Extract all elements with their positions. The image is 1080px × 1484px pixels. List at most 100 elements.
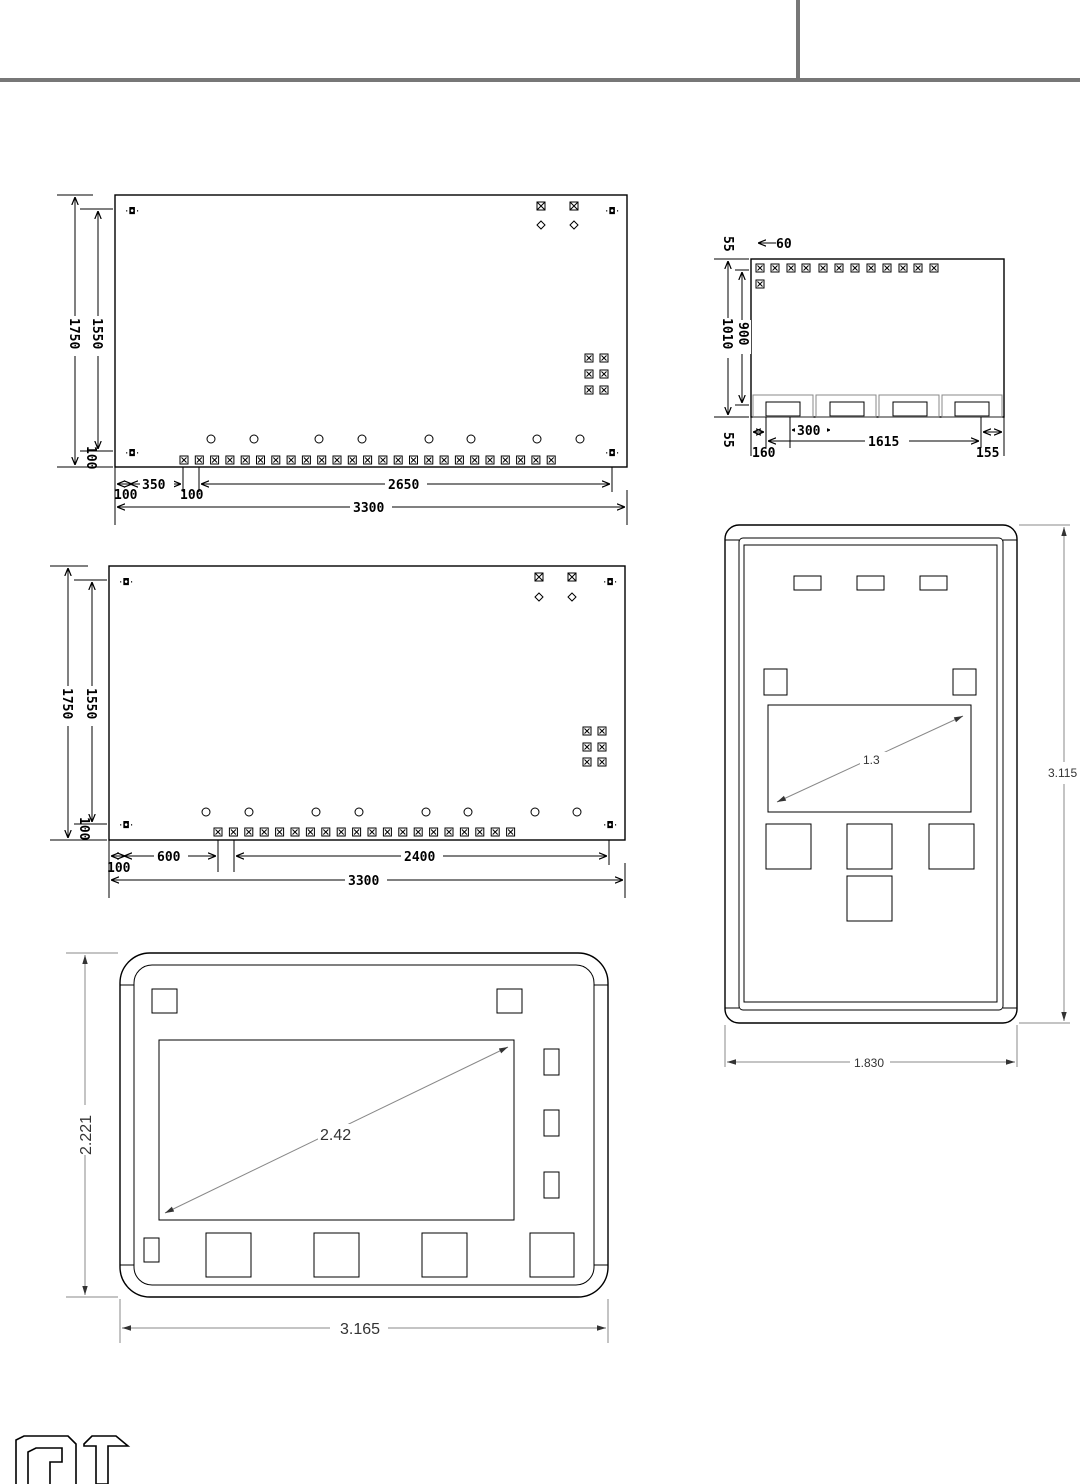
portrait-bezel-diagonal: 1.3 xyxy=(863,753,880,767)
pin-pad xyxy=(336,827,346,837)
svg-text:·◘·: ·◘· xyxy=(124,449,140,459)
pin-pad xyxy=(244,827,254,837)
pin-pad xyxy=(834,263,844,273)
svg-text:1550: 1550 xyxy=(89,318,104,349)
round-pad xyxy=(424,434,434,444)
pin-pad xyxy=(801,263,811,273)
pin-pad xyxy=(818,263,828,273)
pin-pad xyxy=(271,455,281,465)
portrait-bezel-right-key xyxy=(952,668,977,696)
small-board-outline xyxy=(750,258,1005,418)
top-board-round-pads xyxy=(206,434,585,444)
round-pad xyxy=(466,434,476,444)
portrait-bezel-width: 1.830 xyxy=(854,1056,884,1070)
pin-pad xyxy=(225,455,235,465)
pin-pad xyxy=(898,263,908,273)
top-board-mounting-holes: ·◘··◘· ·◘··◘· xyxy=(124,207,620,459)
small-board-right-edge: 155 xyxy=(976,446,999,461)
small-board-height-label: 1010 xyxy=(719,318,736,358)
small-board-bottom-offset: 55 xyxy=(720,432,735,448)
landscape-bezel-diagonal: 2.42 xyxy=(320,1127,351,1144)
top-board-pin-span: 2650 xyxy=(388,478,419,493)
svg-text:·◘·: ·◘· xyxy=(118,821,134,831)
small-board-left-edge: 160 xyxy=(752,446,776,461)
landscape-bezel-leds xyxy=(143,1048,560,1263)
top-board-first-pin-dim: 350 xyxy=(142,478,166,493)
pin-pad xyxy=(755,279,765,289)
pin-pad xyxy=(459,827,469,837)
pin-pad xyxy=(301,455,311,465)
round-pad xyxy=(530,807,540,817)
pin-pad xyxy=(367,827,377,837)
pin-pad xyxy=(546,455,556,465)
top-board-right-connector xyxy=(584,353,609,395)
pin-pad xyxy=(516,455,526,465)
pin-pad xyxy=(256,455,265,465)
pin-pad xyxy=(317,455,327,465)
svg-text:1010: 1010 xyxy=(719,318,734,349)
pin-pad xyxy=(259,827,269,837)
round-pad xyxy=(575,434,585,444)
pin-pad xyxy=(382,827,392,837)
round-pad xyxy=(244,807,254,817)
pin-pad xyxy=(194,455,204,465)
pin-pad xyxy=(882,263,892,273)
small-board-left-pin: 60 xyxy=(776,237,792,252)
top-board-corner-components xyxy=(536,201,579,230)
pin-pad xyxy=(850,263,860,273)
portrait-bezel-leds xyxy=(793,575,948,591)
top-board-inner-height-label: 1550 xyxy=(89,316,107,356)
top-board-pin-header xyxy=(179,455,556,465)
round-pad xyxy=(463,807,473,817)
pin-pad xyxy=(599,353,609,363)
pin-pad xyxy=(500,455,510,465)
svg-text:·◘·: ·◘· xyxy=(604,207,620,217)
pin-pad xyxy=(439,455,449,465)
round-pad xyxy=(532,434,542,444)
pin-pad xyxy=(347,455,357,465)
svg-text:·◘·: ·◘· xyxy=(602,821,618,831)
svg-text:900: 900 xyxy=(735,322,750,346)
pin-pad xyxy=(786,263,796,273)
pin-pad xyxy=(413,827,423,837)
pin-pad xyxy=(454,455,464,465)
middle-board-width: 3300 xyxy=(348,874,379,889)
portrait-bezel-drawing: 1.3 3.115 1.830 xyxy=(724,524,1078,1070)
pin-pad xyxy=(363,455,373,465)
small-board-top-offset: 55 xyxy=(720,236,735,252)
pin-pad xyxy=(179,455,189,465)
pin-pad xyxy=(597,757,607,767)
pin-pad xyxy=(286,455,296,465)
pin-pad xyxy=(582,757,592,767)
pin-pad xyxy=(398,827,408,837)
pin-pad xyxy=(584,353,594,363)
pin-pad xyxy=(305,827,315,837)
small-board-bottom-pads xyxy=(752,394,1003,418)
top-board-bottom-offset: 100 xyxy=(83,446,98,470)
pin-pad xyxy=(584,369,594,379)
svg-text:1550: 1550 xyxy=(83,688,98,719)
round-pad xyxy=(421,807,431,817)
header-divider xyxy=(796,0,800,82)
middle-board-round-pads xyxy=(201,807,582,817)
pin-pad xyxy=(597,742,607,752)
pin-pad xyxy=(470,455,480,465)
top-board-width: 3300 xyxy=(353,501,384,516)
pin-pad xyxy=(582,742,592,752)
pin-pad xyxy=(584,385,594,395)
round-pad xyxy=(311,807,321,817)
pin-pad xyxy=(475,827,485,837)
round-pad xyxy=(354,807,364,817)
pin-pad xyxy=(913,263,923,273)
landscape-bezel-keypad xyxy=(205,1232,575,1278)
pin-pad xyxy=(490,827,500,837)
landscape-bezel-left-key xyxy=(151,988,178,1014)
pin-pad xyxy=(424,455,434,465)
pin-pad xyxy=(409,455,418,465)
pin-pad xyxy=(485,455,495,465)
middle-board-inner-height-label: 1550 xyxy=(83,686,101,726)
middle-board-drawing: ·◘··◘· ·◘··◘· 1750 1550 100 600 100 2400… xyxy=(50,565,626,898)
pin-pad xyxy=(444,827,454,837)
portrait-bezel-height: 3.115 xyxy=(1048,766,1077,780)
round-pad xyxy=(572,807,582,817)
